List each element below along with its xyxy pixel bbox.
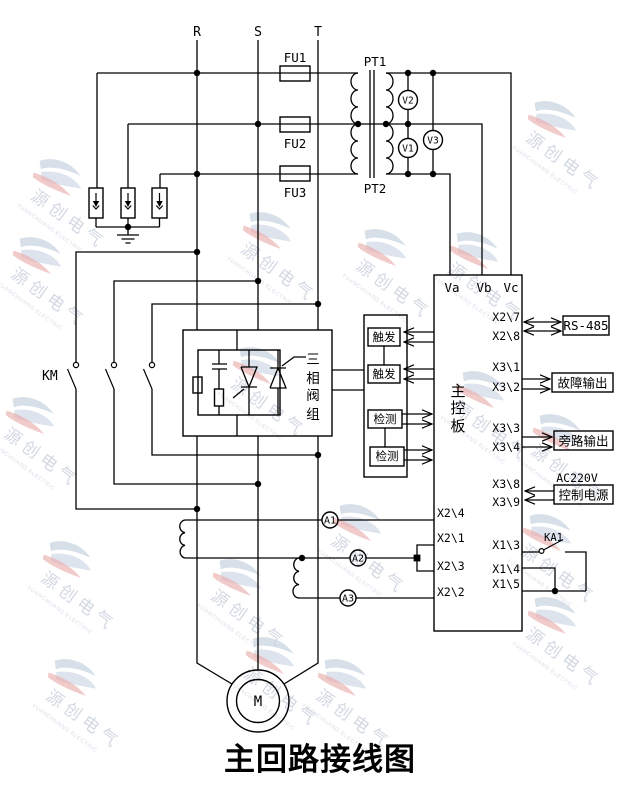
phase-label-r: R [193, 25, 201, 40]
valve-group-label: 三 相 阀 组 [306, 352, 320, 423]
fuse-fu2-label: FU2 [284, 136, 307, 151]
motor-label: M [254, 694, 262, 710]
voltmeter-v3-label: V3 [427, 136, 438, 147]
control-power-label: 控制电源 [558, 488, 609, 503]
svg-text:组: 组 [306, 407, 320, 423]
svg-text:X2\4: X2\4 [437, 506, 465, 520]
trigger-box-1-label: 触发 [373, 330, 396, 344]
km-label: KM [42, 369, 58, 384]
svg-text:X3\8: X3\8 [492, 477, 520, 491]
pt1-label: PT1 [364, 54, 387, 69]
watermark [8, 149, 131, 263]
board-right-terminals: X2\7 X2\8 X3\1 X3\2 X3\3 X3\4 X3\8 X3\9 … [492, 310, 520, 591]
ct-group [179, 519, 434, 599]
page-title: 主回路接线图 [224, 742, 416, 778]
ka1-label: KA1 [544, 532, 563, 544]
km-contactor-group: KM [42, 251, 318, 510]
svg-text:X1\5: X1\5 [492, 577, 520, 591]
pt-tap-wires [96, 72, 358, 188]
ammeter-a3: A3 [339, 589, 357, 607]
terminal-va: Va [444, 280, 459, 295]
svg-text:阀: 阀 [306, 388, 320, 404]
svg-text:X3\9: X3\9 [492, 495, 520, 509]
detect-box-1-label: 检测 [374, 412, 397, 426]
io-bypass-output: 旁路输出 [522, 430, 614, 450]
arrester-arrow-icon [92, 193, 164, 210]
bracket-junction [413, 554, 421, 562]
watermark-layer [0, 91, 631, 763]
svg-text:X2\1: X2\1 [437, 531, 465, 545]
watermark [503, 91, 626, 205]
voltmeter-v2-label: V2 [402, 96, 413, 107]
io-fault-output: 故障输出 [522, 372, 614, 392]
snubber-branch [212, 350, 227, 415]
board-left-terminals: X2\4 X2\1 X2\3 X2\2 [437, 506, 465, 599]
phase-label-t: T [314, 25, 322, 40]
thyristor-pair [232, 350, 306, 415]
svg-text:X3\1: X3\1 [492, 360, 520, 374]
svg-text:X2\8: X2\8 [492, 329, 520, 343]
ac220v-label: AC220V [556, 471, 598, 485]
trigger-signal-arrows [404, 332, 434, 379]
watermark [23, 649, 146, 763]
motor: M [226, 669, 290, 733]
watermark [18, 531, 141, 645]
watermark [188, 549, 311, 663]
svg-text:三: 三 [306, 352, 320, 368]
ammeter-a2: A2 [349, 549, 367, 567]
voltmeter-v1-label: V1 [402, 144, 414, 155]
ammeter-a3-label: A3 [342, 594, 354, 605]
detect-box-2-label: 检测 [376, 449, 399, 463]
fuse-fu1: FU1 [279, 50, 311, 82]
svg-text:板: 板 [450, 417, 465, 435]
rs485-label: RS-485 [563, 318, 608, 333]
svg-text:X2\3: X2\3 [437, 559, 465, 573]
svg-text:X1\4: X1\4 [492, 562, 520, 576]
svg-text:X3\4: X3\4 [492, 440, 520, 454]
watermark [308, 494, 431, 608]
io-rs485: RS-485 [524, 315, 610, 335]
fuse-fu1-label: FU1 [284, 50, 307, 65]
valve-group-box: 三 相 阀 组 [182, 329, 364, 437]
voltmeter-v1: V1 [397, 124, 419, 174]
svg-text:相: 相 [306, 371, 320, 387]
io-control-power: AC220V 控制电源 [525, 471, 614, 504]
terminal-vc: Vc [503, 280, 518, 295]
main-board: Va Vb Vc 主 控 板 X2\7 X2\8 X3\1 X3\2 X3\3 … [433, 274, 523, 632]
terminal-vb: Vb [476, 280, 491, 295]
fuse-fu3-label: FU3 [284, 185, 307, 200]
junction-dots [124, 69, 559, 595]
main-board-label: 主 控 板 [450, 382, 465, 435]
phase-label-s: S [254, 25, 262, 40]
svg-text:X2\2: X2\2 [437, 585, 465, 599]
svg-text:X3\3: X3\3 [492, 421, 520, 435]
svg-text:X2\7: X2\7 [492, 310, 520, 324]
trigger-box-2-label: 触发 [373, 367, 396, 381]
trigger-detect-module: 触发 触发 检测 检测 [363, 314, 434, 478]
watermark [0, 387, 104, 501]
voltmeter-v2: V2 [397, 73, 419, 124]
km-contact-blades [66, 361, 156, 390]
fault-output-label: 故障输出 [557, 376, 607, 391]
pt2-label: PT2 [364, 181, 387, 196]
bypass-output-label: 旁路输出 [558, 434, 608, 449]
detect-signal-arrows [402, 414, 432, 460]
svg-text:X3\2: X3\2 [492, 380, 520, 394]
fuse-fu3: FU3 [279, 165, 311, 200]
ammeter-a1-label: A1 [324, 516, 336, 527]
svg-text:主: 主 [450, 382, 465, 400]
ammeter-a2-label: A2 [352, 554, 364, 565]
ground-icon [117, 227, 139, 244]
fuse-fu2: FU2 [279, 116, 311, 151]
voltmeter-v3: V3 [422, 73, 444, 174]
ammeter-a1: A1 [321, 511, 339, 529]
watermark [218, 202, 341, 316]
svg-text:控: 控 [450, 399, 465, 417]
arrester-group [88, 187, 168, 244]
svg-text:X1\3: X1\3 [492, 538, 520, 552]
